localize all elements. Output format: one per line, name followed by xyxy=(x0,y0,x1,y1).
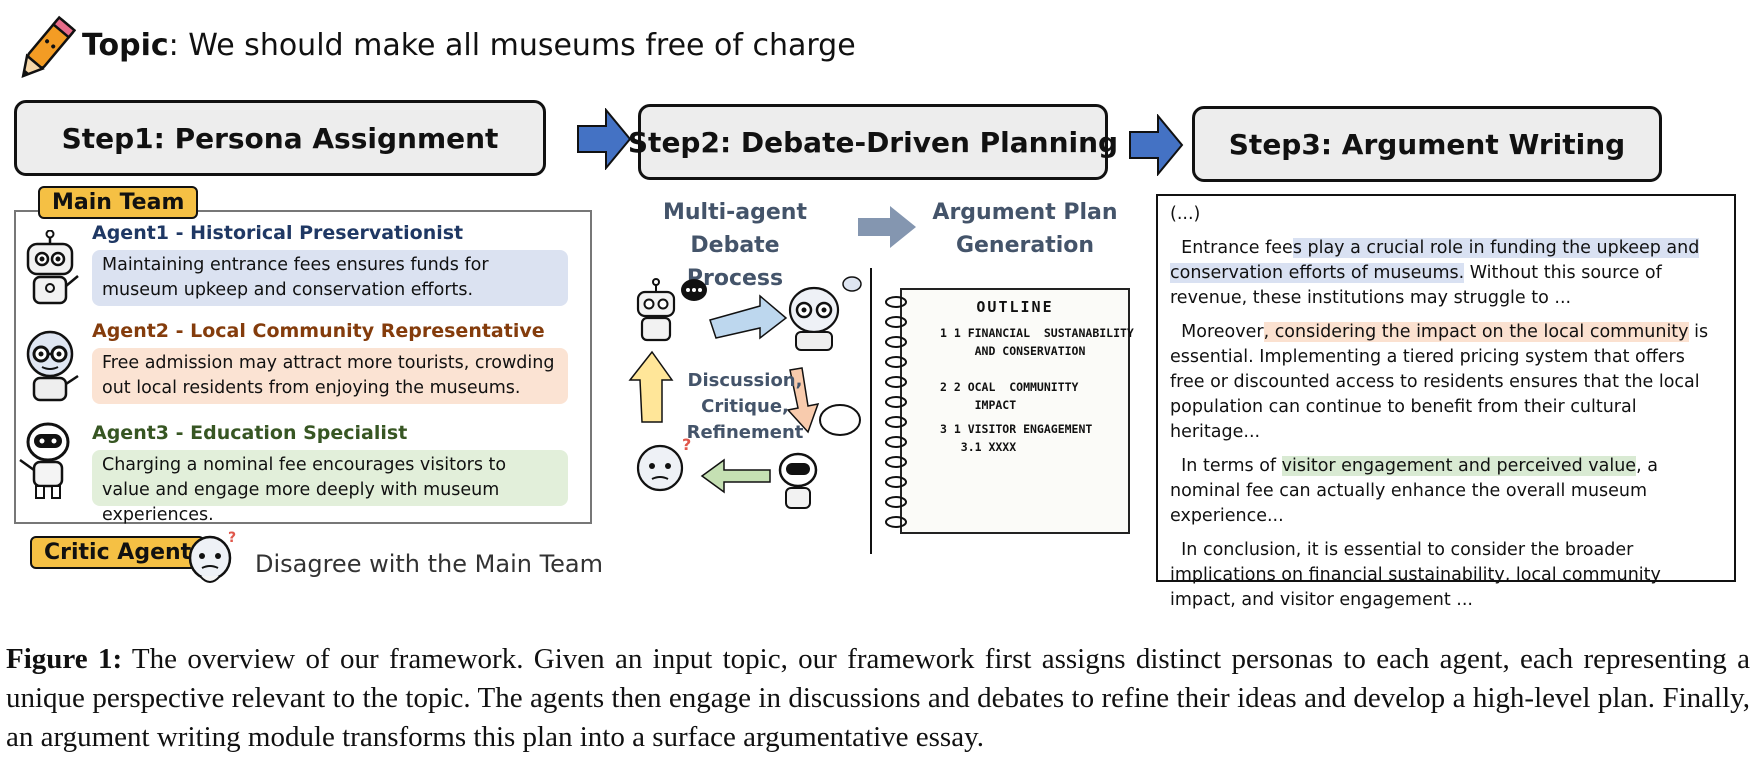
main-team-box xyxy=(14,210,592,524)
robot-icon xyxy=(778,404,861,509)
essay-paragraph: In conclusion, it is essential to consid… xyxy=(1170,540,1661,610)
argument-essay: (...) Entrance fees play a crucial role … xyxy=(1156,194,1736,610)
robot-icon xyxy=(26,230,79,305)
plan-generation-heading: Argument Plan Generation xyxy=(932,200,1118,258)
discussion-critique-refinement: Discussion, Critique, Refinement xyxy=(686,370,804,443)
debate-process-heading: Multi-agent Debate Process xyxy=(663,200,807,291)
robot-icon xyxy=(26,330,79,402)
figure-caption: Figure 1: The overview of our framework.… xyxy=(6,640,1750,757)
essay-ellipsis: (...) xyxy=(1170,204,1201,224)
agent1-statement: Maintaining entrance fees ensures funds … xyxy=(92,250,568,306)
outline-item: 2 2 OCAL COMMUNITTY IMPACT xyxy=(940,380,1079,412)
thinking-face-icon: ? xyxy=(188,530,236,583)
agent3-statement: Charging a nominal fee encourages visito… xyxy=(92,450,568,525)
highlight-green: visitor engagement and perceived value xyxy=(1281,456,1637,476)
outline-notebook: OUTLINE 1 1 FINANCIAL SUSTANABILITY AND … xyxy=(900,288,1134,534)
robot-icon xyxy=(19,422,70,499)
step2-box: Step2: Debate-Driven Planning xyxy=(628,104,1118,180)
agent2-title: Agent2 - Local Community Representative xyxy=(92,320,545,342)
divider xyxy=(870,268,872,554)
svg-text:?: ? xyxy=(228,530,236,546)
agent2-statement: Free admission may attract more tourists… xyxy=(92,348,568,404)
thinking-face-icon: ? xyxy=(636,435,691,492)
essay-paragraph: Entrance fees play a crucial role in fun… xyxy=(1170,238,1700,308)
main-team-tag: Main Team xyxy=(38,186,199,219)
arrow-right-icon xyxy=(858,206,916,248)
agent3-title: Agent3 - Education Specialist xyxy=(92,422,408,444)
step3-box: Step3: Argument Writing xyxy=(1192,106,1662,182)
outline-item: 1 1 FINANCIAL SUSTANABILITY AND CONSERVA… xyxy=(940,326,1134,358)
caption-text: The overview of our framework. Given an … xyxy=(6,643,1750,753)
outline-item: 3 1 VISITOR ENGAGEMENT 3.1 XXXX xyxy=(940,422,1093,454)
caption-label: Figure 1: xyxy=(6,643,123,675)
outline-title: OUTLINE xyxy=(976,298,1054,316)
step3-label: Step3: Argument Writing xyxy=(1228,127,1626,161)
debate-cycle-diagram: ? xyxy=(628,276,862,509)
arrow-right-icon xyxy=(577,108,632,170)
pencil-icon xyxy=(21,15,76,79)
notebook-spiral-icon xyxy=(885,296,907,528)
topic-line: Topic: We should make all museums free o… xyxy=(82,28,856,63)
critic-agent-tag: Critic Agent xyxy=(30,536,206,569)
step1-label: Step1: Persona Assignment xyxy=(61,121,499,155)
critic-description: Disagree with the Main Team xyxy=(255,550,604,578)
essay-paragraph: In terms of visitor engagement and perce… xyxy=(1170,456,1658,526)
arrow-right-icon xyxy=(1129,114,1184,176)
step1-box: Step1: Persona Assignment xyxy=(14,100,546,176)
step2-label: Step2: Debate-Driven Planning xyxy=(627,125,1119,159)
essay-paragraph: Moreover, considering the impact on the … xyxy=(1170,322,1709,442)
agent1-title: Agent1 - Historical Preservationist xyxy=(92,222,464,244)
highlight-orange: , considering the impact on the local co… xyxy=(1263,322,1689,342)
robot-icon xyxy=(788,276,862,351)
svg-text:?: ? xyxy=(682,435,691,454)
robot-icon xyxy=(636,278,707,342)
